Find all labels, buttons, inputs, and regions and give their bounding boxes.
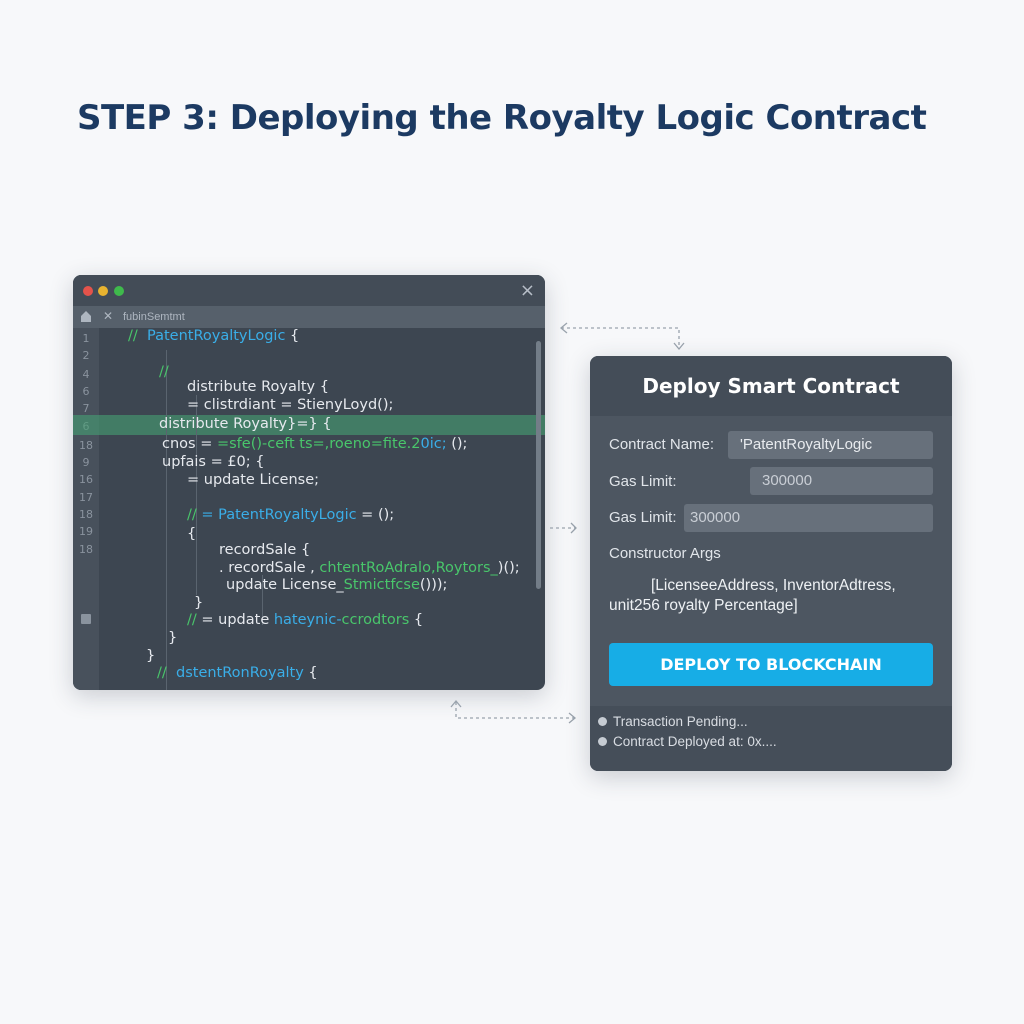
- page-title: STEP 3: Deploying the Royalty Logic Cont…: [77, 98, 927, 138]
- line-number-gutter: 1 2 4 6 7 6 18 9 16 17 18 19 18: [73, 328, 99, 690]
- line-number: 17: [79, 491, 93, 504]
- status-item: Transaction Pending...: [598, 714, 748, 729]
- line-number: 7: [82, 402, 90, 415]
- code-line: //: [159, 364, 169, 380]
- code-line: . recordSale , chtentRoAdralo,Roytors_)(…: [219, 560, 520, 576]
- gas-limit-input-2[interactable]: 300000: [684, 504, 933, 532]
- editor-tab[interactable]: fubinSemtmt: [123, 311, 185, 323]
- minimize-window-dot[interactable]: [98, 286, 108, 296]
- code-line: // = PatentRoyaltyLogic = ();: [187, 507, 395, 523]
- tools-icon[interactable]: ✕: [103, 309, 114, 323]
- code-line: }: [168, 630, 178, 646]
- line-number: 9: [82, 456, 90, 469]
- constructor-args-value[interactable]: [LicenseeAddress, InventorAdtress, unit2…: [609, 577, 896, 614]
- editor-tab-bar: ✕ fubinSemtmt: [73, 306, 545, 328]
- code-line: // dstentRonRoyalty {: [157, 665, 318, 681]
- line-number: 19: [79, 525, 93, 538]
- line-number: 1: [82, 332, 90, 345]
- editor-titlebar: ×: [73, 275, 545, 306]
- highlighted-line: [73, 415, 545, 435]
- gas-limit-label: Gas Limit:: [609, 473, 677, 490]
- editor-scrollbar[interactable]: [536, 341, 541, 589]
- gas-limit-input[interactable]: 300000: [750, 467, 933, 495]
- code-line: }: [194, 595, 204, 611]
- close-window-dot[interactable]: [83, 286, 93, 296]
- panel-title: Deploy Smart Contract: [590, 356, 952, 416]
- code-line: // = update hateynic-ccrodtors {: [187, 612, 424, 628]
- code-line: = clistrdiant = StienyLoyd();: [187, 397, 394, 413]
- code-line: upfais = £0; {: [162, 454, 265, 470]
- status-dot-icon: [598, 717, 607, 726]
- code-line: distribute Royalty {: [187, 379, 329, 395]
- gas-limit-label-2: Gas Limit:: [609, 509, 677, 526]
- code-line: cnos = =sfe()-ceft ts=,roeno=fite.20ic; …: [162, 436, 468, 452]
- code-line: = update License;: [187, 472, 320, 488]
- constructor-args-label: Constructor Args: [609, 545, 721, 562]
- line-number: 2: [82, 349, 90, 362]
- line-number: 18: [79, 439, 93, 452]
- indent-guide: [262, 575, 263, 625]
- line-number: 18: [79, 543, 93, 556]
- contract-name-label: Contract Name:: [609, 436, 715, 453]
- code-line: recordSale {: [219, 542, 311, 558]
- line-number: 16: [79, 473, 93, 486]
- code-line: }: [146, 648, 156, 664]
- maximize-window-dot[interactable]: [114, 286, 124, 296]
- status-item: Contract Deployed at: 0x....: [598, 734, 777, 749]
- code-line: // PatentRoyaltyLogic {: [128, 328, 300, 344]
- code-line: update License_Stmictfcse()));: [226, 577, 448, 593]
- deploy-contract-panel: Deploy Smart Contract Contract Name: 'Pa…: [590, 356, 952, 771]
- line-number: 4: [82, 368, 90, 381]
- home-icon[interactable]: [81, 311, 91, 322]
- breakpoint-marker[interactable]: [81, 614, 91, 624]
- indent-guide: [196, 395, 197, 595]
- code-editor-window: × ✕ fubinSemtmt 1 2 4 6 7 6 18 9 16 17 1…: [73, 275, 545, 690]
- line-number: 6: [82, 385, 90, 398]
- contract-name-input[interactable]: 'PatentRoyaltyLogic: [728, 431, 933, 459]
- code-line: {: [187, 526, 197, 542]
- line-number: 18: [79, 508, 93, 521]
- status-dot-icon: [598, 737, 607, 746]
- code-line: distribute Royalty}=} {: [159, 416, 332, 432]
- connector-arrow-bottom: [450, 699, 577, 724]
- indent-guide: [166, 350, 167, 690]
- status-area: Transaction Pending... Contract Deployed…: [590, 706, 952, 771]
- connector-arrow-top: [559, 322, 685, 351]
- deploy-to-blockchain-button[interactable]: DEPLOY TO BLOCKCHAIN: [609, 643, 933, 686]
- close-icon[interactable]: ×: [519, 280, 535, 301]
- connector-arrow-middle: [550, 522, 577, 534]
